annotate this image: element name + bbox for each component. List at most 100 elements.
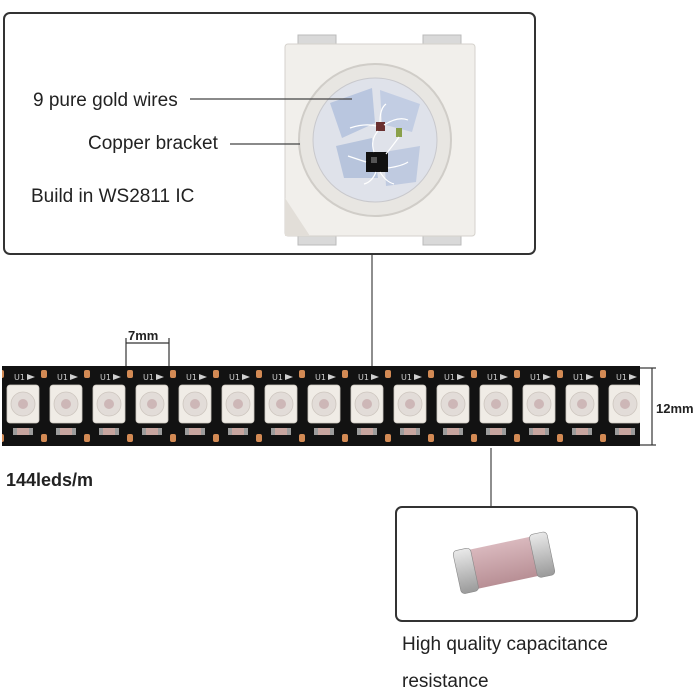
silkscreen-label: U1	[573, 373, 584, 382]
led-die	[61, 399, 71, 409]
copper-pad	[385, 370, 391, 378]
gold-wires-label: 9 pure gold wires	[33, 90, 178, 111]
copper-pad	[256, 434, 262, 442]
gold-wire	[383, 118, 409, 126]
direction-arrow-icon	[27, 374, 35, 380]
silkscreen-label: U1	[401, 373, 412, 382]
copper-pad	[213, 434, 219, 442]
gold-wire	[379, 103, 387, 123]
copper-pad	[127, 434, 133, 442]
capacitor-terminal	[271, 428, 275, 435]
gold-wire	[349, 124, 377, 129]
smd-capacitor	[187, 428, 203, 435]
direction-arrow-icon	[70, 374, 78, 380]
direction-arrow-icon	[414, 374, 422, 380]
pitch-label: 7mm	[128, 328, 159, 343]
led-die	[577, 399, 587, 409]
smd-capacitor	[574, 428, 590, 435]
copper-pad	[41, 370, 47, 378]
capacitor-terminal	[502, 428, 506, 435]
copper-pad	[127, 370, 133, 378]
silkscreen-label: U1	[100, 373, 111, 382]
ic-mark	[371, 157, 377, 163]
copper-pad	[514, 434, 520, 442]
copper-pad	[514, 370, 520, 378]
capacitor-terminal	[357, 428, 361, 435]
gold-wire	[372, 130, 379, 153]
capacitor-terminal	[29, 428, 33, 435]
gold-wire	[379, 171, 395, 185]
copper-pad	[557, 370, 563, 378]
capacitor-terminal	[314, 428, 318, 435]
silkscreen-label: U1	[186, 373, 197, 382]
smd-capacitor	[144, 428, 160, 435]
capacitor-terminal	[545, 428, 549, 435]
led-die	[534, 399, 544, 409]
direction-arrow-icon	[328, 374, 336, 380]
width-label: 12mm	[656, 401, 694, 416]
capacitor-terminal	[56, 428, 60, 435]
capacitor-terminal	[142, 428, 146, 435]
capacitor-body	[465, 536, 545, 590]
direction-arrow-icon	[156, 374, 164, 380]
copper-pad	[385, 434, 391, 442]
capacitor-terminal	[115, 428, 119, 435]
direction-arrow-icon	[242, 374, 250, 380]
led-die	[620, 399, 630, 409]
gold-wire	[387, 161, 409, 169]
smd-capacitor	[230, 428, 246, 435]
smd-capacitor	[359, 428, 375, 435]
smd-capacitor	[58, 428, 74, 435]
gold-wire	[385, 136, 400, 155]
direction-arrow-icon	[500, 374, 508, 380]
silkscreen-label: U1	[444, 373, 455, 382]
ic-label: Build in WS2811 IC	[31, 186, 195, 207]
copper-bracket-label: Copper bracket	[88, 133, 218, 154]
direction-arrow-icon	[113, 374, 121, 380]
copper-pad	[471, 370, 477, 378]
capacitor-terminal	[72, 428, 76, 435]
led-die	[448, 399, 458, 409]
capacitor-terminal	[572, 428, 576, 435]
led-chip-closeup	[284, 34, 476, 246]
led-die	[319, 399, 329, 409]
capacitor-terminal	[588, 428, 592, 435]
copper-pad	[600, 370, 606, 378]
gold-wire	[347, 155, 367, 163]
led-die	[491, 399, 501, 409]
silkscreen-label: U1	[358, 373, 369, 382]
smd-capacitor	[402, 428, 418, 435]
copper-pad	[2, 370, 4, 378]
capacitor-terminal	[529, 428, 533, 435]
smd-capacitor	[273, 428, 289, 435]
copper-pad	[256, 370, 262, 378]
smd-capacitor	[15, 428, 31, 435]
direction-arrow-icon	[629, 374, 637, 380]
copper-pad	[2, 434, 4, 442]
density-label: 144leds/m	[6, 470, 94, 490]
copper-pad	[428, 370, 434, 378]
capacitor-terminal	[330, 428, 334, 435]
silkscreen-label: U1	[530, 373, 541, 382]
capacitor-terminal	[459, 428, 463, 435]
copper-pad	[557, 434, 563, 442]
silkscreen-label: U1	[229, 373, 240, 382]
capacitor-terminal	[452, 547, 479, 594]
led-die	[233, 399, 243, 409]
gold-wire	[363, 171, 377, 185]
copper-pad	[299, 370, 305, 378]
copper-pad	[342, 434, 348, 442]
direction-arrow-icon	[457, 374, 465, 380]
direction-arrow-icon	[371, 374, 379, 380]
capacitor-terminal	[400, 428, 404, 435]
copper-pad	[600, 434, 606, 442]
capacitor-terminal	[416, 428, 420, 435]
capacitor-terminal	[99, 428, 103, 435]
capacitor-terminal	[185, 428, 189, 435]
smd-capacitor	[617, 428, 633, 435]
copper-bracket	[384, 146, 420, 186]
capacitor-caption-line1: High quality capacitance	[402, 634, 608, 655]
copper-pad	[428, 434, 434, 442]
silkscreen-label: U1	[14, 373, 25, 382]
capacitor-terminal	[228, 428, 232, 435]
